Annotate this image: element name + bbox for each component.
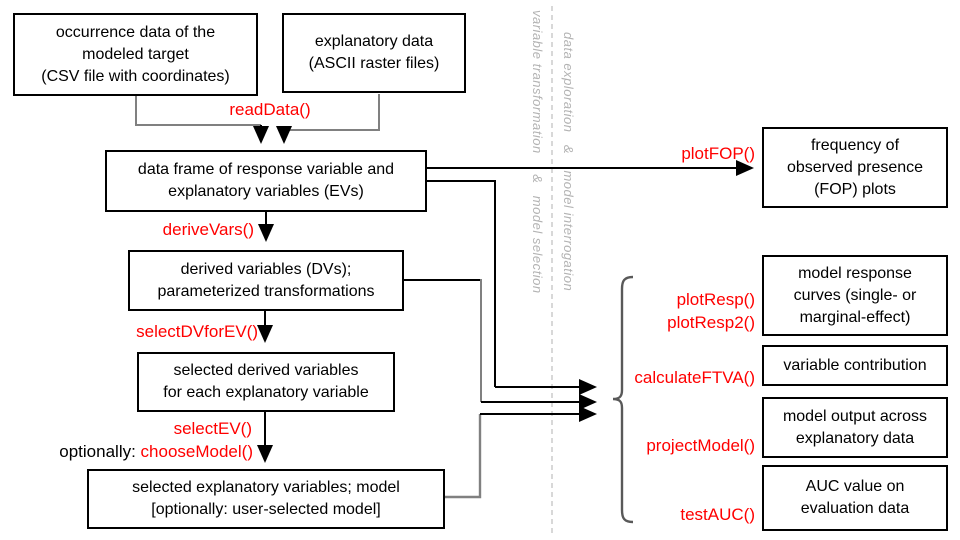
function-label-plotResp2: plotResp2() (667, 313, 755, 332)
function-label-projectModel: projectModel() (646, 436, 755, 455)
box-auc-value: AUC value on evaluation data (762, 465, 948, 531)
function-label-deriveVars: deriveVars() (162, 220, 254, 239)
box-response-curves: model response curves (single- or margin… (762, 255, 948, 336)
box-contribution-line1: variable contribution (783, 356, 927, 374)
box-occurrence-data: occurrence data of the modeled target (C… (13, 13, 258, 96)
model-functions-bracket (612, 275, 634, 524)
box-response-line3: marginal-effect) (799, 308, 911, 326)
box-selecteddv-line1: selected derived variables (173, 362, 359, 379)
function-label-calculateFTVA: calculateFTVA() (634, 368, 755, 387)
box-modeloutput-line2: explanatory data (795, 429, 915, 447)
box-variable-contribution: variable contribution (762, 345, 948, 386)
box-explanatory-data: explanatory data (ASCII raster files) (282, 13, 466, 93)
wire-explanatory-elbow (284, 94, 380, 131)
box-dataframe: data frame of response variable and expl… (105, 150, 427, 212)
box-selecteddv-line2: for each explanatory variable (163, 384, 369, 401)
box-explanatory-line1: explanatory data (314, 33, 434, 50)
function-label-chooseModel: optionally: chooseModel() (59, 441, 253, 462)
box-auc-line1: AUC value on (805, 478, 905, 495)
box-derived-line2: parameterized transformations (157, 282, 375, 300)
box-fop-line1: frequency of (810, 136, 900, 154)
box-selected-explanatory-variables: selected explanatory variables; model [o… (87, 469, 445, 529)
box-derived-line1: derived variables (DVs); (180, 260, 352, 278)
box-occurrence-line2: modeled target (82, 45, 189, 63)
box-dataframe-line1: data frame of response variable and (137, 161, 395, 178)
box-auc-line2: evaluation data (800, 500, 910, 517)
function-label-plotResp: plotResp() (676, 290, 755, 309)
function-label-testAUC: testAUC() (680, 505, 755, 524)
wire-selectedev-to-bracket (445, 414, 482, 499)
function-label-selectDVforEV: selectDVforEV() (136, 322, 258, 341)
function-label-readData: readData() (229, 100, 311, 119)
box-fop-line2: observed presence (786, 158, 924, 176)
box-response-line1: model response (798, 264, 912, 282)
wire-occurrence-elbow (135, 96, 261, 126)
box-occurrence-line3: (CSV file with coordinates) (41, 67, 230, 85)
function-label-plotFOP: plotFOP() (681, 144, 755, 163)
box-model-output: model output across explanatory data (762, 397, 948, 458)
box-fop-line3: (FOP) plots (814, 180, 896, 198)
box-explanatory-line2: (ASCII raster files) (308, 55, 440, 72)
box-response-line2: curves (single- or (793, 286, 917, 304)
box-selected-derived-variables: selected derived variables for each expl… (137, 352, 395, 412)
chooseModel-optionally-prefix: optionally: (59, 442, 141, 461)
box-dataframe-line2: explanatory variables (EVs) (168, 183, 364, 200)
chooseModel-call: chooseModel() (140, 442, 253, 461)
box-occurrence-line1: occurrence data of the (55, 23, 216, 41)
box-modeloutput-line1: model output across (782, 407, 928, 425)
box-selectedev-line1: selected explanatory variables; model (132, 479, 400, 496)
function-label-selectEV: selectEV() (173, 419, 252, 438)
box-selectedev-line2: [optionally: user-selected model] (151, 501, 381, 518)
wire-dataframe-to-bracket (427, 180, 496, 387)
box-derived-variables: derived variables (DVs); parameterized t… (128, 250, 404, 311)
box-fop-plots: frequency of observed presence (FOP) plo… (762, 127, 948, 208)
